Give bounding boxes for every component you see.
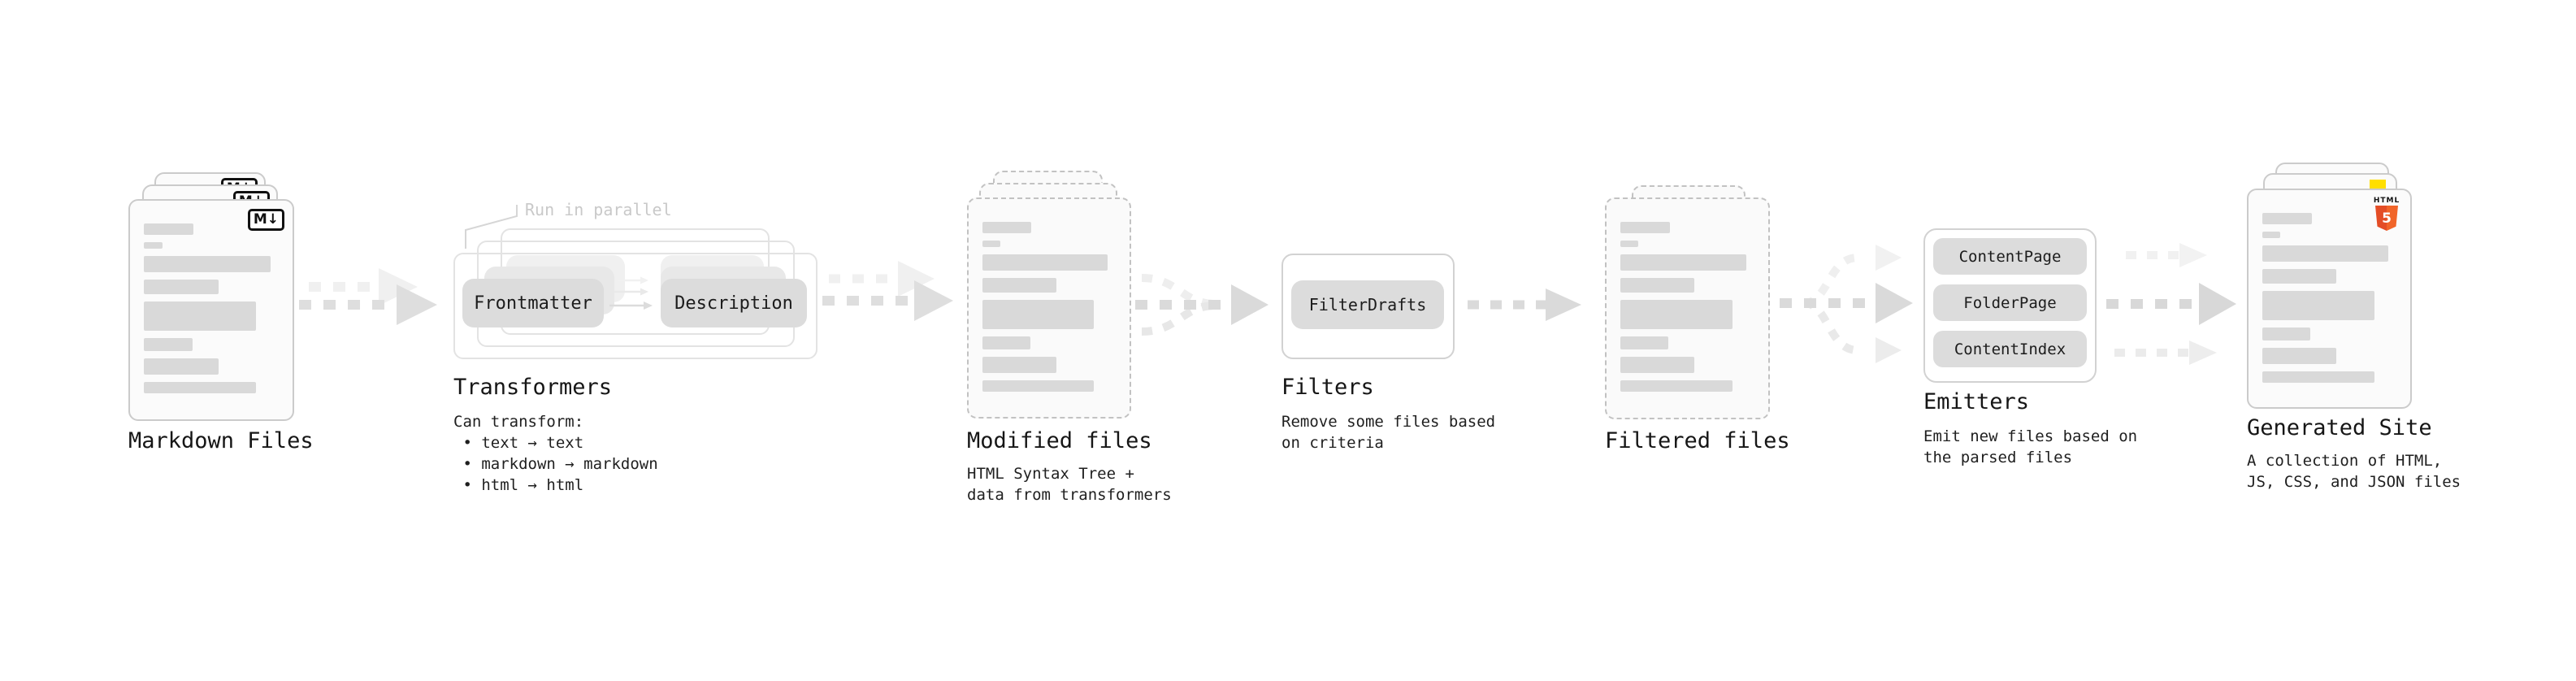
file-card-markdown: M↓ xyxy=(128,199,294,421)
markdown-icon: M↓ xyxy=(247,209,284,231)
transformer-pill-description: Description xyxy=(661,279,807,327)
parallel-leader-line xyxy=(465,205,518,249)
file-content-skeleton xyxy=(144,223,275,393)
file-content-skeleton xyxy=(982,222,1112,392)
js-file-icon xyxy=(2370,180,2386,190)
html5-icon: HTML 5 xyxy=(2373,197,2400,231)
transformers-label: Transformers xyxy=(453,375,613,400)
modified-files-label: Modified files xyxy=(967,428,1152,453)
run-in-parallel-annotation: Run in parallel xyxy=(525,200,672,219)
markdown-files-label: Markdown Files xyxy=(128,428,314,453)
file-card-filtered xyxy=(1605,197,1770,419)
transformer-step-arrows xyxy=(609,276,653,310)
html5-icon-shield: 5 xyxy=(2375,206,2398,231)
filters-caption: Remove some files based on criteria xyxy=(1281,413,1496,452)
file-content-skeleton xyxy=(2262,213,2392,383)
transformers-cluster-box-front xyxy=(453,253,817,359)
flow-arrow-filters-to-filtered xyxy=(1468,288,1581,321)
file-card-modified xyxy=(967,197,1131,419)
filter-pill: FilterDrafts xyxy=(1291,280,1444,329)
filters-label: Filters xyxy=(1281,375,1374,400)
flow-arrows-emitters-to-site xyxy=(2106,243,2236,365)
flow-arrow-markdown-to-transformers xyxy=(299,268,437,325)
filtered-files-label: Filtered files xyxy=(1605,428,1790,453)
emitter-pill-folderpage: FolderPage xyxy=(1933,284,2087,321)
flow-arrow-split-to-emitters xyxy=(1780,245,1913,363)
emitter-pill-contentpage: ContentPage xyxy=(1933,238,2087,275)
emitters-caption: Emit new files based on the parsed files xyxy=(1923,427,2138,466)
emitters-label: Emitters xyxy=(1923,389,2030,414)
generated-site-label: Generated Site xyxy=(2247,415,2432,440)
html5-icon-word: HTML xyxy=(2373,197,2400,205)
flow-arrow-transformers-to-modified xyxy=(822,261,953,321)
file-content-skeleton xyxy=(1620,222,1750,392)
file-card-generated: HTML 5 xyxy=(2247,189,2412,409)
transformer-pill-frontmatter: Frontmatter xyxy=(462,279,604,327)
flow-arrow-merge-to-filters xyxy=(1135,274,1268,336)
transformers-caption: Can transform: • text → text • markdown … xyxy=(453,413,658,494)
generated-site-caption: A collection of HTML, JS, CSS, and JSON … xyxy=(2247,452,2461,491)
modified-files-caption: HTML Syntax Tree + data from transformer… xyxy=(967,465,1172,504)
emitter-pill-contentindex: ContentIndex xyxy=(1933,331,2087,367)
